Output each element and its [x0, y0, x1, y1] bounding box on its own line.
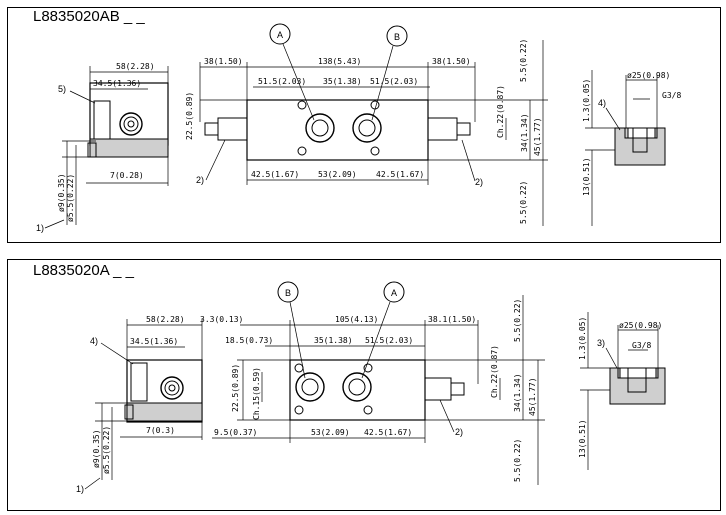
ab-dim-m515r: 51.5(2.03) — [370, 77, 418, 86]
a-port-detail — [609, 367, 666, 405]
a-dim-w58: 58(2.28) — [146, 315, 185, 324]
ab-dim-v45: 45(1.77) — [533, 117, 542, 156]
ab-dim-v55b: 5.5(0.22) — [519, 181, 528, 224]
a-dim-v34: 34(1.34) — [513, 373, 522, 412]
a-dim-t105: 105(4.13) — [335, 315, 378, 324]
ab-dim-b425r: 42.5(1.67) — [376, 170, 424, 179]
ab-dim-d9: ø9(0.35) — [57, 173, 66, 212]
ab-dim-m515l: 51.5(2.03) — [258, 77, 306, 86]
a-callout-4: 4) — [90, 336, 98, 346]
a-dim-b95: 9.5(0.37) — [214, 428, 257, 437]
a-dim-w7: 7(0.3) — [146, 426, 175, 435]
ab-callout-5: 5) — [58, 84, 66, 94]
a-dim-w345: 34.5(1.36) — [130, 337, 178, 346]
ab-dim-w7: 7(0.28) — [110, 171, 144, 180]
ab-dim-p25: ø25(0.98) — [627, 71, 670, 80]
ab-dim-ch22: Ch.22(0.87) — [496, 85, 505, 138]
ab-callout-2l: 2) — [196, 175, 204, 185]
a-dim-h225: 22.5(0.89) — [231, 364, 240, 412]
a-side-view — [124, 359, 203, 423]
a-dim-p13b: 13(0.51) — [578, 419, 587, 458]
ab-dim-top38r: 38(1.50) — [432, 57, 471, 66]
a-dim-b53: 53(2.09) — [311, 428, 350, 437]
ab-dim-v55t: 5.5(0.22) — [519, 39, 528, 82]
a-dim-v45: 45(1.77) — [528, 377, 537, 416]
ab-callout-4: 4) — [598, 98, 606, 108]
a-dim-d9: ø9(0.35) — [92, 429, 101, 468]
ab-port-detail — [614, 127, 666, 166]
a-dim-t33: 3.3(0.13) — [200, 315, 243, 324]
a-callout-a: A — [391, 288, 397, 298]
ab-dim-m35: 35(1.38) — [323, 77, 362, 86]
a-dim-ch15: Ch.15(0.59) — [252, 367, 261, 420]
a-dim-t381: 38.1(1.50) — [428, 315, 476, 324]
a-dim-m185: 18.5(0.73) — [225, 336, 273, 345]
a-dim-d55: ø5.5(0.22) — [102, 426, 111, 474]
ab-dim-d55: ø5.5(0.22) — [66, 174, 75, 222]
a-callout-1: 1) — [76, 484, 84, 494]
a-dim-ch22: Ch.22(0.87) — [490, 345, 499, 398]
a-dim-p25: ø25(0.98) — [619, 321, 662, 330]
ab-dim-p13b: 13(0.51) — [582, 157, 591, 196]
panel-a-title: L8835020A _ _ — [33, 262, 134, 279]
ab-dim-top138: 138(5.43) — [318, 57, 361, 66]
ab-dim-b425l: 42.5(1.67) — [251, 170, 299, 179]
a-dim-v55b: 5.5(0.22) — [513, 439, 522, 482]
a-dim-p13: 1.3(0.05) — [578, 317, 587, 360]
a-callout-3: 3) — [597, 338, 605, 348]
ab-dim-w58: 58(2.28) — [116, 62, 155, 71]
ab-dim-b53: 53(2.09) — [318, 170, 357, 179]
a-dim-m35: 35(1.38) — [314, 336, 353, 345]
ab-dim-w345: 34.5(1.36) — [93, 79, 141, 88]
a-dim-v55t: 5.5(0.22) — [513, 299, 522, 342]
ab-callout-a: A — [277, 30, 283, 40]
ab-dim-pg: G3/8 — [662, 91, 681, 100]
a-callout-b: B — [285, 288, 291, 298]
ab-front-view — [204, 99, 471, 161]
a-front-view — [289, 359, 465, 421]
ab-dim-p13: 1.3(0.05) — [582, 79, 591, 122]
ab-dim-v34: 34(1.34) — [520, 113, 529, 152]
ab-callout-1: 1) — [36, 223, 44, 233]
ab-callout-b: B — [394, 32, 400, 42]
a-dim-pg: G3/8 — [632, 341, 651, 350]
a-dim-m515: 51.5(2.03) — [365, 336, 413, 345]
ab-dim-h225: 22.5(0.89) — [185, 92, 194, 140]
ab-side-view — [87, 82, 169, 158]
panel-ab-title: L8835020AB _ _ — [33, 8, 145, 25]
a-callout-2: 2) — [455, 427, 463, 437]
ab-dim-top38l: 38(1.50) — [204, 57, 243, 66]
ab-callout-2r: 2) — [475, 177, 483, 187]
a-dim-b425: 42.5(1.67) — [364, 428, 412, 437]
